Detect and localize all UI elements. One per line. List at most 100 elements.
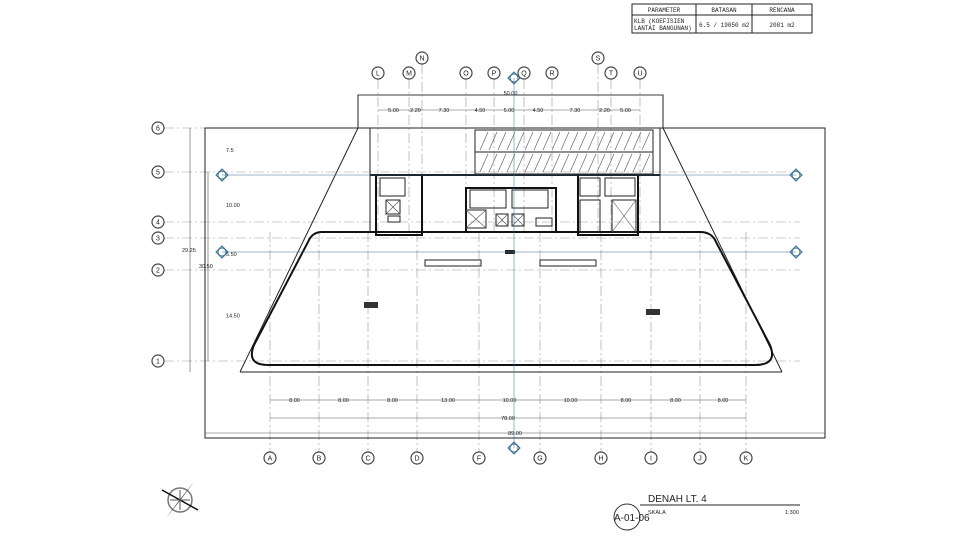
table-header-parameter: PARAMETER <box>648 7 681 14</box>
grid-bubble <box>594 451 608 465</box>
dimension-label: 50.00 <box>504 91 518 97</box>
table-header-rencana: RENCANA <box>769 7 795 14</box>
grid-lines <box>164 64 800 452</box>
dimension-label: 8.00 <box>338 398 349 404</box>
dimension-label: 8.00 <box>718 398 729 404</box>
grid-bubble <box>361 451 375 465</box>
grid-bubble <box>371 66 385 80</box>
dimension-label: 8.00 <box>289 398 300 404</box>
grid-bubble <box>151 165 165 179</box>
grid-label: U <box>637 71 642 78</box>
dimension-label: 2.20 <box>410 108 421 114</box>
grid-label: Q <box>521 71 527 78</box>
ramp-hatch <box>560 153 570 173</box>
title-block: A-01-06 DENAH LT. 4 SKALA 1:300 <box>613 494 800 531</box>
ramp-hatch <box>515 131 525 151</box>
grid-label: T <box>609 71 614 78</box>
dimension-label: 30.50 <box>199 264 213 270</box>
ramp-hatch <box>506 153 516 173</box>
sheet-number: A-01-06 <box>614 513 650 524</box>
ramp-hatch <box>479 153 489 173</box>
grid-bubble <box>644 451 658 465</box>
grid-label: I <box>650 456 652 463</box>
ramp-hatch <box>524 131 534 151</box>
ramp-hatch <box>596 153 606 173</box>
ramp-hatch <box>587 153 597 173</box>
grid-bubble <box>739 451 753 465</box>
scale-value: 1:300 <box>785 510 799 516</box>
table-cell-parameter-1: KLB (KOEFISIEN <box>634 18 685 25</box>
grid-label: 6 <box>156 126 160 133</box>
ramp-hatch <box>479 131 489 151</box>
ramp-hatch <box>551 131 561 151</box>
ramp-hatch <box>614 153 624 173</box>
grid-label: F <box>477 456 481 463</box>
core-rooms <box>364 174 660 315</box>
ramp-hatch <box>497 153 507 173</box>
dimension-label: 8.00 <box>670 398 681 404</box>
marker-diamond <box>507 441 521 455</box>
grid-bubble <box>415 51 429 65</box>
grid-label: 2 <box>156 268 160 275</box>
grid-bubble <box>151 215 165 229</box>
ramp-hatch <box>632 131 642 151</box>
ramp-hatch <box>515 153 525 173</box>
ramp-hatch <box>497 131 507 151</box>
ramp-hatch <box>488 153 498 173</box>
ramp-hatch <box>551 153 561 173</box>
ramp-hatch <box>641 153 651 173</box>
ramp-hatch <box>569 131 579 151</box>
ramp-hatch <box>488 131 498 151</box>
grid-bubble <box>459 66 473 80</box>
dimension-label: 29.25 <box>182 248 196 254</box>
dimension-label: 14.50 <box>226 314 240 320</box>
dimension-label: 10.00 <box>564 398 578 404</box>
parking-ramp <box>474 129 654 175</box>
grid-bubble <box>591 51 605 65</box>
dimension-label: 2.20 <box>599 108 610 114</box>
grid-bubble <box>545 66 559 80</box>
scale-label: SKALA <box>648 510 666 516</box>
marker-diamond <box>789 168 803 182</box>
dimension-label: 10.00 <box>226 203 240 209</box>
parameter-table: PARAMETER BATASAN RENCANA KLB (KOEFISIEN… <box>631 3 813 34</box>
grid-label: D <box>414 456 419 463</box>
grid-label: 1 <box>156 359 160 366</box>
grid-label: G <box>537 456 542 463</box>
dimension-label: 7.5 <box>226 148 234 154</box>
dimension-label: 4.50 <box>475 108 486 114</box>
grid-bubble <box>402 66 416 80</box>
grid-label: L <box>376 71 380 78</box>
grid-bubble <box>151 354 165 368</box>
ramp-hatch <box>533 153 543 173</box>
ramp-hatch <box>578 153 588 173</box>
ramp-hatch <box>524 153 534 173</box>
grid-label: N <box>419 56 424 63</box>
dimension-label: 4.50 <box>533 108 544 114</box>
ramp-hatch <box>533 131 543 151</box>
ramp-hatch <box>614 131 624 151</box>
dimension-label: 13.00 <box>441 398 455 404</box>
dimension-label: 78.00 <box>501 416 515 422</box>
dimension-label: 89.00 <box>508 431 522 437</box>
table-cell-rencana: 2081 m2 <box>769 22 795 29</box>
drawing-title: DENAH LT. 4 <box>648 494 707 505</box>
grid-label: J <box>698 456 702 463</box>
grid-bubble <box>487 66 501 80</box>
grid-bubble <box>263 451 277 465</box>
grid-bubble <box>410 451 424 465</box>
dimension-label: 5.50 <box>226 252 237 258</box>
ramp-hatch <box>596 131 606 151</box>
grid-label: P <box>492 71 497 78</box>
dimension-label: 8.00 <box>621 398 632 404</box>
ramp-hatch <box>623 131 633 151</box>
dimension-label: 5.00 <box>388 108 399 114</box>
ramp-hatch <box>632 153 642 173</box>
grid-label: K <box>744 456 749 463</box>
ramp-hatch <box>623 153 633 173</box>
grid-label: A <box>268 456 273 463</box>
dimension-label: 7.30 <box>570 108 581 114</box>
grid-bubble <box>151 121 165 135</box>
